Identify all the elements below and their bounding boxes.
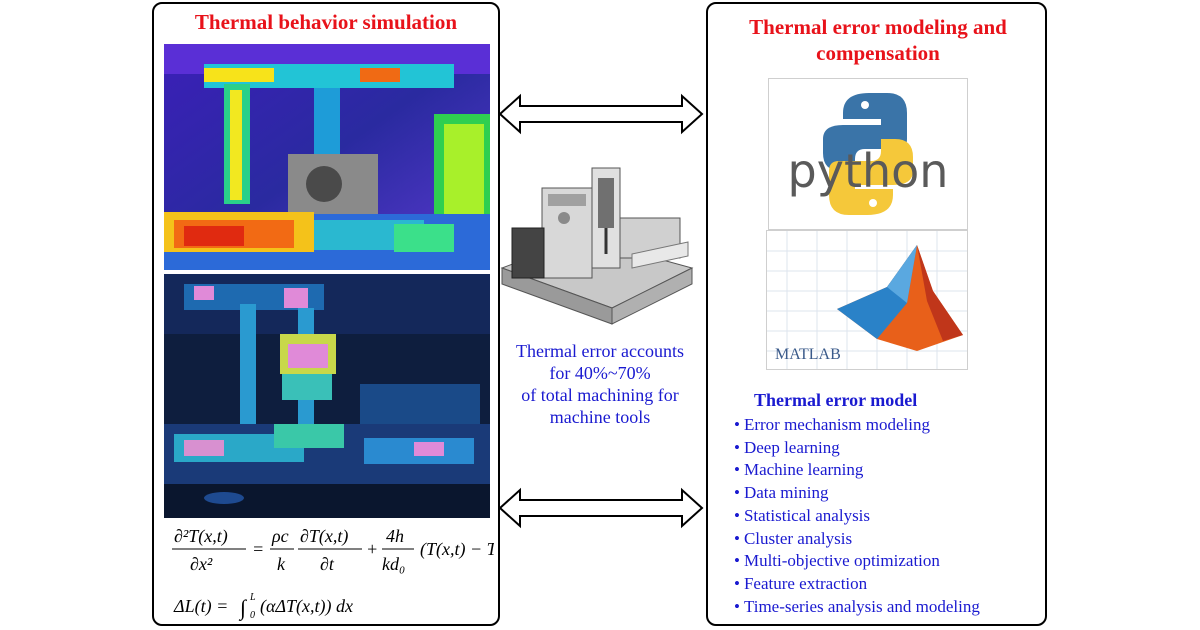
list-item: Deep learning (734, 437, 980, 460)
svg-text:∂x²: ∂x² (190, 554, 213, 574)
list-item: Multi-objective optimization (734, 550, 980, 573)
svg-text:∂T(x,t): ∂T(x,t) (300, 526, 348, 547)
machine-tool-icon (492, 158, 700, 326)
heat-equation: ∂²T(x,t) ∂x² = ρc k ∂T(x,t) ∂t + 4h kd₀ … (168, 522, 509, 580)
svg-text:(αΔT(x,t)) dx: (αΔT(x,t)) dx (260, 596, 353, 617)
svg-text:kd₀: kd₀ (382, 554, 405, 574)
elongation-equation: ΔL(t) = ∫ L 0 (αΔT(x,t)) dx (170, 588, 496, 622)
svg-text:L: L (249, 592, 256, 603)
list-item: Data mining (734, 482, 980, 505)
python-wordmark: python (788, 144, 949, 198)
caption-line: Thermal error accounts (516, 341, 684, 361)
svg-text:k: k (277, 554, 286, 574)
model-list: Error mechanism modeling Deep learning M… (734, 414, 980, 618)
caption-line: of total machining for (521, 385, 679, 405)
svg-text:4h: 4h (386, 526, 404, 546)
center-caption: Thermal error accounts for 40%~70% of to… (500, 340, 700, 428)
list-item: Feature extraction (734, 573, 980, 596)
svg-text:(T(x,t) − T₀): (T(x,t) − T₀) (420, 539, 494, 560)
double-headed-arrow-icon (498, 486, 704, 530)
svg-text:∂t: ∂t (320, 554, 335, 574)
caption-line: for 40%~70% (549, 363, 651, 383)
svg-text:∫: ∫ (238, 595, 248, 621)
list-item: Cluster analysis (734, 528, 980, 551)
thermal-image-top (164, 44, 490, 270)
thermal-simulation-panel: Thermal behavior simulation (152, 2, 509, 626)
matlab-wordmark: MATLAB (775, 346, 841, 363)
matlab-logo: MATLAB (766, 230, 968, 370)
svg-text:+: + (366, 539, 378, 559)
caption-line: machine tools (549, 407, 651, 427)
thermal-image-bottom (164, 274, 490, 518)
model-heading: Thermal error model (754, 390, 918, 410)
svg-text:ρc: ρc (271, 526, 289, 546)
list-item: Time-series analysis and modeling (734, 596, 980, 619)
svg-text:∂²T(x,t): ∂²T(x,t) (174, 526, 228, 547)
double-headed-arrow-icon (498, 92, 704, 136)
svg-text:ΔL(t) =: ΔL(t) = (173, 596, 228, 617)
thermal-simulation-title: Thermal behavior simulation (194, 10, 458, 34)
list-item: Statistical analysis (734, 505, 980, 528)
list-item: Error mechanism modeling (734, 414, 980, 437)
python-logo: python (768, 78, 968, 230)
thermal-modeling-panel: Thermal error modeling and compensation … (706, 2, 1047, 626)
svg-text:0: 0 (250, 610, 255, 621)
thermal-modeling-title: Thermal error modeling and compensation (749, 15, 1007, 65)
svg-text:=: = (252, 539, 264, 559)
list-item: Machine learning (734, 459, 980, 482)
